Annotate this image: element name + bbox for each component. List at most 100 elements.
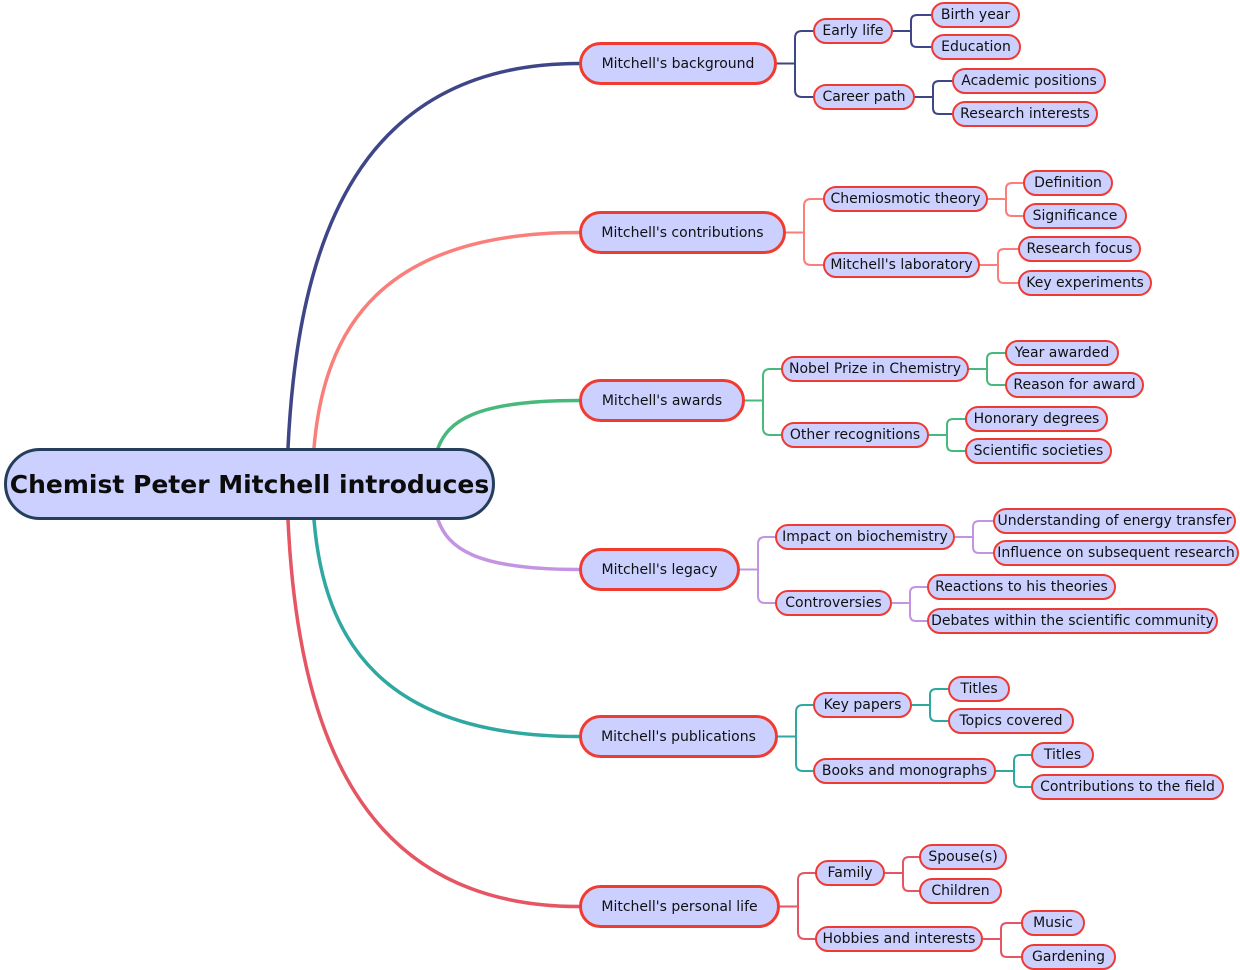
leaf-topic-understanding-of-energy-transfer[interactable]: Understanding of energy transfer: [993, 508, 1236, 534]
leaf-topic-children[interactable]: Children: [919, 878, 1002, 904]
leaf-topic-key-experiments-label: Key experiments: [1026, 275, 1144, 291]
leaf-connector-contributions-to-the-field: [995, 770, 1032, 788]
leaf-topic-titles[interactable]: Titles: [948, 676, 1010, 702]
subtopic-other-recognitions[interactable]: Other recognitions: [781, 422, 929, 448]
branch-topic-mitchell-s-awards-label: Mitchell's awards: [601, 392, 723, 409]
branch-connector-mitchell-s-publications: [312, 518, 581, 739]
branch-topic-mitchell-s-contributions-label: Mitchell's contributions: [601, 224, 764, 241]
subtopic-books-and-monographs[interactable]: Books and monographs: [813, 758, 996, 784]
leaf-topic-research-focus-label: Research focus: [1026, 241, 1133, 257]
leaf-topic-topics-covered[interactable]: Topics covered: [948, 708, 1074, 734]
leaf-topic-honorary-degrees[interactable]: Honorary degrees: [965, 406, 1108, 432]
leaf-topic-scientific-societies[interactable]: Scientific societies: [965, 438, 1112, 464]
subtopic-controversies-label: Controversies: [785, 595, 882, 611]
leaf-topic-music[interactable]: Music: [1021, 910, 1085, 936]
subtopic-career-path-label: Career path: [822, 89, 906, 105]
subtopic-chemiosmotic-theory[interactable]: Chemiosmotic theory: [823, 186, 988, 212]
leaf-connector-scientific-societies: [928, 434, 966, 452]
leaf-topic-gardening[interactable]: Gardening: [1021, 944, 1116, 970]
leaf-connector-birth-year: [892, 14, 932, 32]
sub-connector-chemiosmotic-theory: [785, 198, 824, 234]
leaf-topic-gardening-label: Gardening: [1032, 949, 1105, 965]
sub-connector-key-papers: [777, 704, 814, 738]
subtopic-nobel-prize-in-chemistry[interactable]: Nobel Prize in Chemistry: [781, 356, 969, 382]
leaf-connector-research-interests: [914, 96, 953, 115]
leaf-topic-influence-on-subsequent-research[interactable]: Influence on subsequent research: [993, 540, 1239, 566]
leaf-topic-year-awarded[interactable]: Year awarded: [1005, 340, 1119, 366]
leaf-connector-music: [982, 922, 1022, 940]
subtopic-mitchell-s-laboratory-label: Mitchell's laboratory: [830, 257, 973, 273]
leaf-topic-reactions-to-his-theories[interactable]: Reactions to his theories: [927, 574, 1116, 600]
leaf-topic-significance-label: Significance: [1032, 208, 1118, 224]
subtopic-mitchell-s-laboratory[interactable]: Mitchell's laboratory: [823, 252, 980, 278]
leaf-connector-topics-covered: [911, 704, 949, 722]
leaf-topic-reason-for-award-label: Reason for award: [1013, 377, 1136, 393]
leaf-topic-reason-for-award[interactable]: Reason for award: [1005, 372, 1144, 398]
leaf-connector-understanding-of-energy-transfer: [954, 520, 994, 538]
leaf-topic-key-experiments[interactable]: Key experiments: [1018, 270, 1152, 296]
leaf-topic-understanding-of-energy-transfer-label: Understanding of energy transfer: [997, 513, 1232, 529]
leaf-connector-academic-positions: [914, 80, 953, 98]
branch-topic-mitchell-s-publications-label: Mitchell's publications: [601, 728, 756, 745]
subtopic-hobbies-and-interests[interactable]: Hobbies and interests: [815, 926, 983, 952]
leaf-topic-titles[interactable]: Titles: [1031, 742, 1094, 768]
leaf-topic-education-label: Education: [941, 39, 1011, 55]
leaf-topic-research-focus[interactable]: Research focus: [1018, 236, 1141, 262]
branch-connector-mitchell-s-contributions: [312, 230, 581, 450]
leaf-topic-definition[interactable]: Definition: [1023, 170, 1113, 196]
branch-topic-mitchell-s-background[interactable]: Mitchell's background: [579, 42, 777, 85]
branch-topic-mitchell-s-personal-life[interactable]: Mitchell's personal life: [579, 885, 780, 928]
leaf-topic-year-awarded-label: Year awarded: [1014, 345, 1110, 361]
branch-connector-mitchell-s-personal-life: [286, 518, 581, 909]
leaf-topic-academic-positions[interactable]: Academic positions: [952, 68, 1106, 94]
leaf-topic-research-interests-label: Research interests: [960, 106, 1090, 122]
leaf-topic-titles-label: Titles: [960, 681, 998, 697]
subtopic-books-and-monographs-label: Books and monographs: [821, 763, 988, 779]
leaf-connector-children: [884, 872, 920, 892]
subtopic-chemiosmotic-theory-label: Chemiosmotic theory: [830, 191, 981, 207]
subtopic-key-papers[interactable]: Key papers: [813, 692, 912, 718]
subtopic-family[interactable]: Family: [815, 860, 885, 886]
sub-connector-impact-on-biochemistry: [739, 536, 776, 571]
leaf-connector-reason-for-award: [968, 368, 1006, 386]
subtopic-early-life-label: Early life: [822, 23, 884, 39]
leaf-topic-significance[interactable]: Significance: [1023, 203, 1127, 229]
branch-topic-mitchell-s-personal-life-label: Mitchell's personal life: [601, 898, 758, 915]
subtopic-nobel-prize-in-chemistry-label: Nobel Prize in Chemistry: [789, 361, 961, 377]
leaf-topic-research-interests[interactable]: Research interests: [952, 101, 1098, 127]
leaf-topic-contributions-to-the-field[interactable]: Contributions to the field: [1031, 774, 1224, 800]
sub-connector-nobel-prize-in-chemistry: [744, 368, 782, 402]
sub-connector-mitchell-s-laboratory: [785, 231, 824, 266]
leaf-topic-birth-year[interactable]: Birth year: [931, 2, 1020, 28]
leaf-connector-education: [892, 30, 932, 48]
branch-topic-mitchell-s-legacy[interactable]: Mitchell's legacy: [579, 548, 740, 591]
leaf-topic-definition-label: Definition: [1034, 175, 1102, 191]
leaf-connector-definition: [987, 182, 1024, 200]
subtopic-family-label: Family: [827, 865, 873, 881]
leaf-connector-year-awarded: [968, 352, 1006, 370]
branch-topic-mitchell-s-background-label: Mitchell's background: [601, 55, 755, 72]
branch-topic-mitchell-s-awards[interactable]: Mitchell's awards: [579, 379, 745, 422]
root-topic[interactable]: Chemist Peter Mitchell introduces: [4, 448, 495, 520]
branch-topic-mitchell-s-contributions[interactable]: Mitchell's contributions: [579, 211, 786, 254]
subtopic-impact-on-biochemistry[interactable]: Impact on biochemistry: [775, 524, 955, 550]
leaf-topic-spouse-s[interactable]: Spouse(s): [919, 844, 1007, 870]
leaf-topic-music-label: Music: [1033, 915, 1073, 931]
leaf-topic-birth-year-label: Birth year: [940, 7, 1011, 23]
leaf-topic-influence-on-subsequent-research-label: Influence on subsequent research: [997, 545, 1235, 561]
sub-connector-controversies: [739, 568, 776, 604]
leaf-topic-debates-within-the-scientific-community[interactable]: Debates within the scientific community: [927, 608, 1218, 634]
subtopic-hobbies-and-interests-label: Hobbies and interests: [822, 931, 976, 947]
subtopic-early-life[interactable]: Early life: [813, 18, 893, 44]
leaf-topic-honorary-degrees-label: Honorary degrees: [973, 411, 1100, 427]
leaf-topic-education[interactable]: Education: [931, 34, 1021, 60]
leaf-topic-scientific-societies-label: Scientific societies: [973, 443, 1104, 459]
subtopic-controversies[interactable]: Controversies: [775, 590, 892, 616]
leaf-topic-topics-covered-label: Topics covered: [959, 713, 1063, 729]
branch-topic-mitchell-s-publications[interactable]: Mitchell's publications: [579, 715, 778, 758]
leaf-connector-influence-on-subsequent-research: [954, 536, 994, 554]
subtopic-career-path[interactable]: Career path: [813, 84, 915, 110]
branch-connector-mitchell-s-awards: [436, 398, 581, 450]
leaf-connector-honorary-degrees: [928, 418, 966, 436]
